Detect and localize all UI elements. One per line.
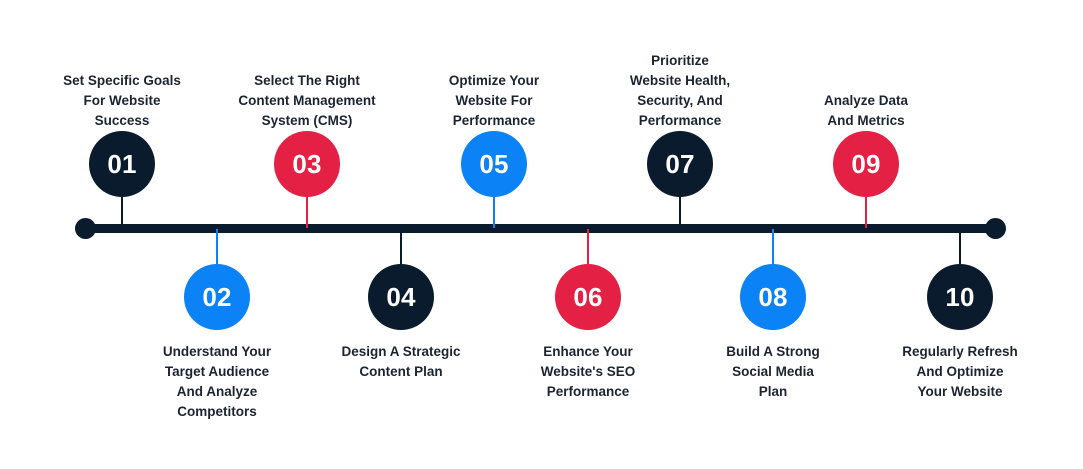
step-caption-04: Design A Strategic Content Plan (341, 344, 461, 379)
step-number-label: 08 (758, 282, 788, 312)
step-connector-line-01 (121, 197, 123, 228)
step-number-badge-02[interactable]: 02 (184, 264, 250, 330)
step-number-label: 10 (945, 282, 975, 312)
step-number-label: 07 (665, 149, 695, 179)
step-caption-09: Analyze Data And Metrics (823, 93, 909, 128)
step-number-badge-04[interactable]: 04 (368, 264, 434, 330)
step-caption-07: Prioritize Website Health, Security, And… (629, 53, 731, 128)
step-connector-line-07 (679, 197, 681, 228)
step-caption-05: Optimize Your Website For Performance (448, 73, 540, 128)
timeline-axis-end-dot (985, 218, 1006, 239)
step-number-badge-01[interactable]: 01 (89, 131, 155, 197)
step-number-badge-08[interactable]: 08 (740, 264, 806, 330)
step-number-badge-03[interactable]: 03 (274, 131, 340, 197)
step-number-badge-10[interactable]: 10 (927, 264, 993, 330)
step-number-badge-07[interactable]: 07 (647, 131, 713, 197)
step-number-label: 02 (202, 282, 232, 312)
step-caption-08: Build A Strong Social Media Plan (726, 344, 820, 399)
step-number-label: 05 (479, 149, 509, 179)
step-connector-line-09 (865, 197, 867, 228)
step-connector-line-10 (959, 229, 961, 264)
step-caption-01: Set Specific Goals For Website Success (63, 73, 181, 128)
step-number-label: 09 (851, 149, 881, 179)
step-number-label: 03 (292, 149, 322, 179)
step-caption-10: Regularly Refresh And Optimize Your Webs… (902, 344, 1018, 399)
step-number-badge-09[interactable]: 09 (833, 131, 899, 197)
step-connector-line-08 (772, 229, 774, 264)
timeline-axis-start-dot (75, 218, 96, 239)
step-connector-line-04 (400, 229, 402, 264)
step-connector-line-06 (587, 229, 589, 264)
step-connector-line-03 (306, 197, 308, 228)
step-number-label: 06 (573, 282, 603, 312)
step-number-label: 01 (107, 149, 137, 179)
step-connector-line-02 (216, 229, 218, 264)
step-caption-06: Enhance Your Website's SEO Performance (540, 344, 636, 399)
step-caption-03: Select The Right Content Management Syst… (238, 73, 376, 128)
step-number-badge-05[interactable]: 05 (461, 131, 527, 197)
step-number-badge-06[interactable]: 06 (555, 264, 621, 330)
timeline-axis-bar (83, 224, 998, 233)
step-caption-02: Understand Your Target Audience And Anal… (162, 344, 272, 419)
step-connector-line-05 (493, 197, 495, 228)
step-number-label: 04 (386, 282, 416, 312)
